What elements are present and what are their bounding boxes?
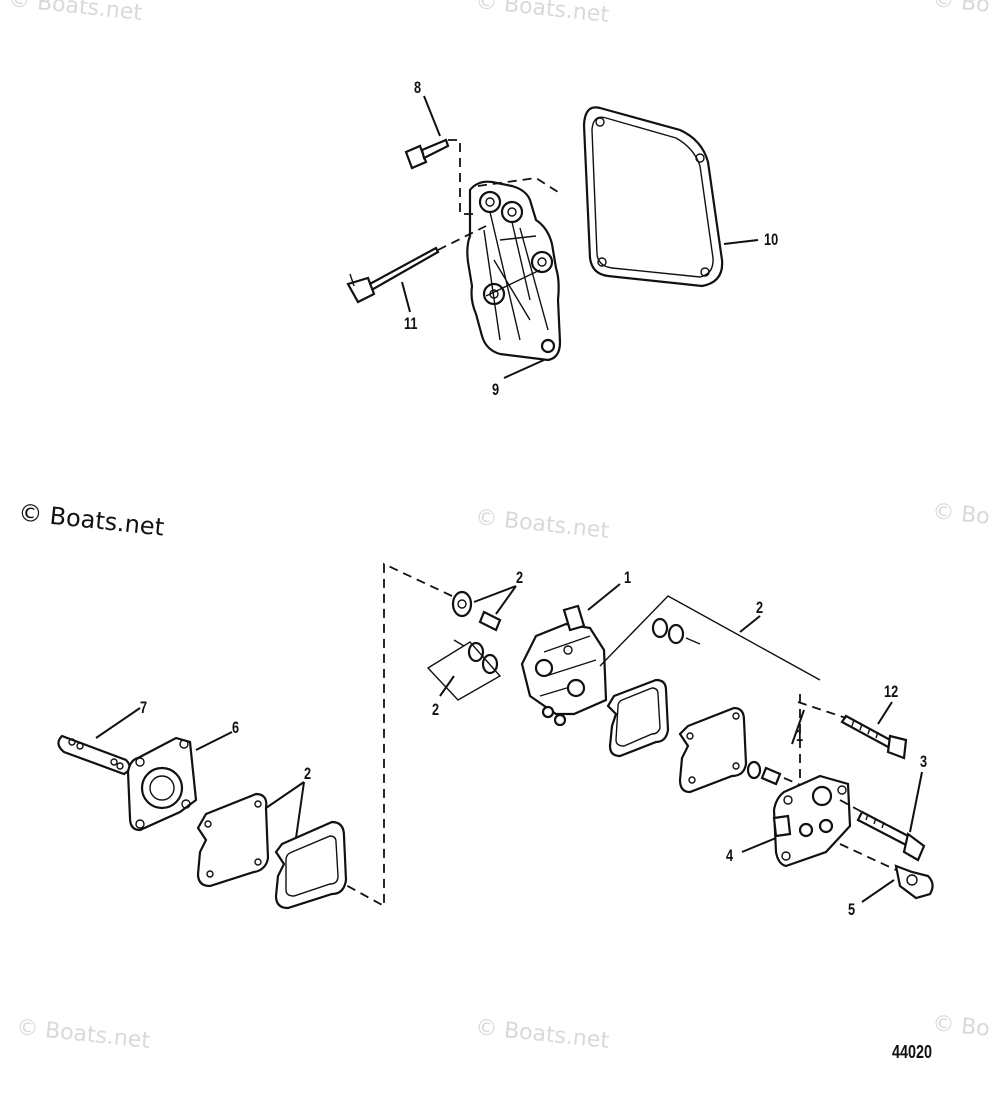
callout-11: 11 (404, 314, 418, 333)
leader-8 (423, 95, 441, 137)
gasket-mid-2 (606, 678, 670, 758)
diaphragm-mid (678, 706, 748, 794)
leader-1a (587, 583, 621, 611)
callout-12: 12 (884, 682, 899, 701)
leader-1b (791, 709, 805, 745)
leader-9 (503, 359, 545, 379)
callout-6: 6 (232, 718, 240, 737)
valve-parts-2-right (651, 617, 701, 645)
leader-12 (877, 701, 893, 725)
reference-number: 44020 (892, 1042, 933, 1062)
leader-3 (909, 771, 923, 833)
callout-10: 10 (764, 230, 779, 249)
leader-6 (195, 731, 233, 751)
leader-5 (861, 879, 895, 903)
callout-5: 5 (848, 900, 856, 919)
leader-11 (401, 281, 411, 313)
callout-1a: 1 (624, 568, 632, 587)
check-valve-parts (746, 760, 782, 786)
callout-2c: 2 (756, 598, 764, 617)
callout-1b: 1 (796, 726, 804, 745)
strap-7 (57, 734, 131, 776)
valve-parts-2-upper (451, 590, 502, 632)
leader-2c (739, 615, 761, 633)
callout-2a: 2 (516, 568, 524, 587)
gasket-10 (582, 106, 724, 288)
leader-2b (439, 675, 455, 697)
pump-cover-4 (772, 774, 852, 868)
callout-8: 8 (414, 78, 422, 97)
leader-7 (95, 707, 141, 739)
leader-2a (473, 585, 517, 615)
callout-7: 7 (140, 698, 148, 717)
callout-2d: 2 (304, 764, 312, 783)
leader-4 (741, 837, 777, 853)
screw-8 (404, 138, 450, 170)
diaphragm-left (196, 792, 270, 888)
callout-4: 4 (726, 846, 734, 865)
elbow-fitting-5 (894, 864, 934, 900)
leader-10 (723, 239, 759, 245)
pump-body-1 (520, 604, 608, 727)
callout-9: 9 (492, 380, 500, 399)
cover-plate-9 (466, 180, 562, 362)
rod-11 (346, 246, 440, 304)
valve-parts-2-lower (453, 639, 499, 675)
leader-2d (265, 781, 305, 839)
bolt-12 (840, 714, 908, 760)
callout-2b: 2 (432, 700, 440, 719)
bolt-3 (856, 810, 926, 862)
callout-3: 3 (920, 752, 928, 771)
gasket-left-2 (274, 820, 348, 910)
adapter-6 (126, 736, 198, 832)
